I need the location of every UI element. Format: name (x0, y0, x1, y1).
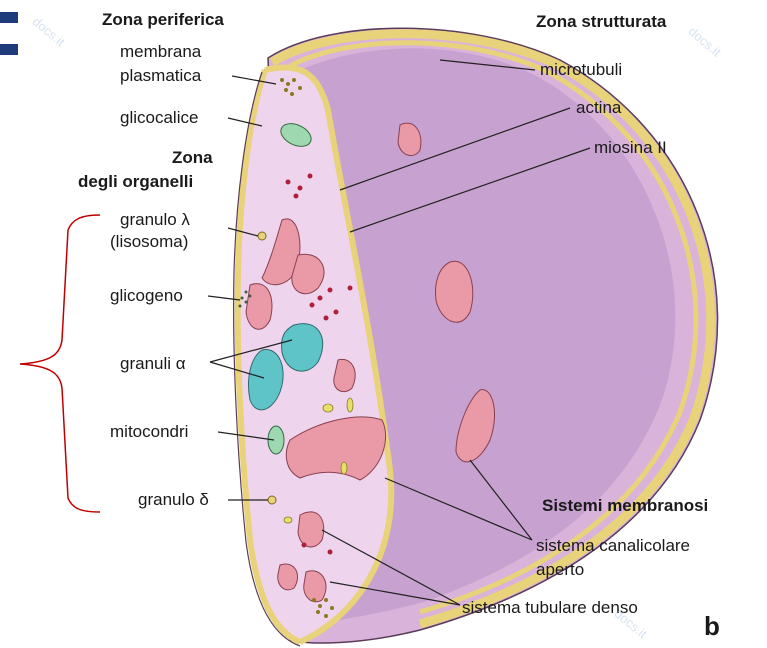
label-glicocalice: glicocalice (120, 108, 198, 128)
label-plasmatica: plasmatica (120, 66, 201, 86)
canalicular-shape (246, 284, 272, 330)
label-lisosoma: (lisosoma) (110, 232, 188, 252)
label-granulo-lambda: granulo λ (120, 210, 190, 230)
label-zona-periferica: Zona periferica (102, 10, 224, 30)
label-zona: Zona (172, 148, 213, 168)
label-microtubuli: microtubuli (540, 60, 622, 80)
canalicular-shape (278, 564, 298, 590)
label-actina: actina (576, 98, 621, 118)
panel-letter: b (704, 612, 720, 640)
canalicular-shape (298, 512, 324, 547)
label-canalicolare-2: aperto (536, 560, 584, 580)
label-degli-organelli: degli organelli (78, 172, 193, 192)
canalicular-shape (334, 359, 355, 391)
label-membrana: membrana (120, 42, 201, 62)
lambda-granule (258, 232, 266, 240)
alpha-granule (282, 324, 323, 372)
label-glicogeno: glicogeno (110, 286, 183, 306)
label-tubulare: sistema tubulare denso (462, 598, 638, 618)
label-granulo-delta: granulo δ (138, 490, 209, 510)
label-canalicolare-1: sistema canalicolare (536, 536, 690, 556)
delta-granule (268, 496, 276, 504)
label-zona-strutturata: Zona strutturata (536, 12, 666, 32)
label-mitocondri: mitocondri (110, 422, 188, 442)
label-miosina: miosina II (594, 138, 667, 158)
label-granuli-alpha: granuli α (120, 354, 186, 374)
surface-canal (436, 261, 473, 322)
label-sistemi-membranosi: Sistemi membranosi (542, 496, 708, 516)
organelle-zone-brace (20, 215, 100, 512)
canalicular-shape (304, 571, 326, 602)
